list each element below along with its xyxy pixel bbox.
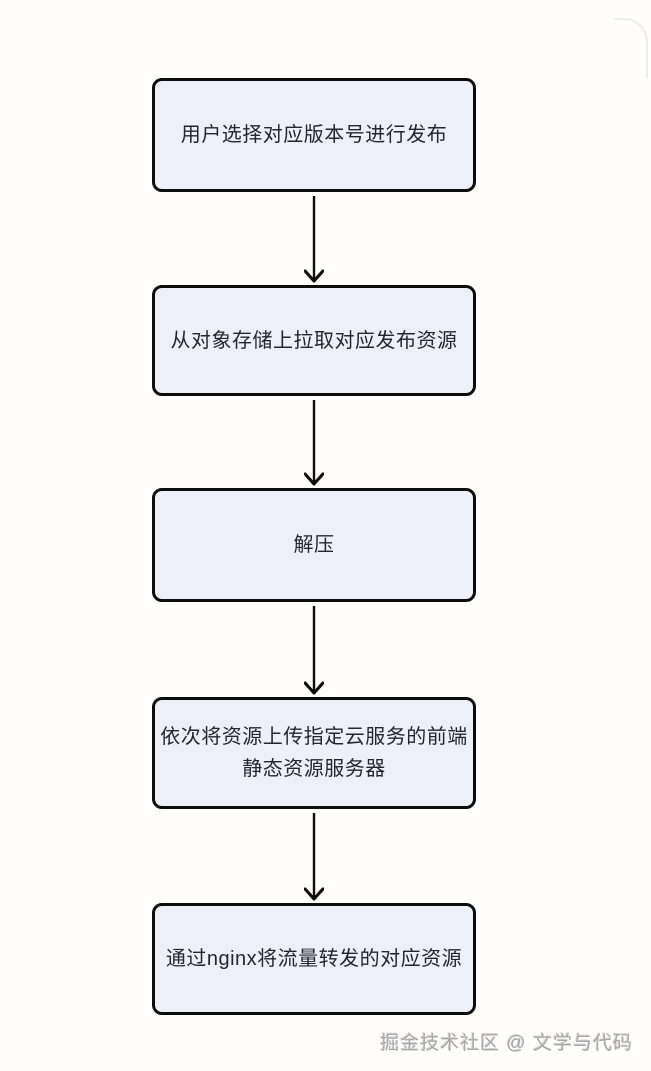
flow-node-decompress: 解压 bbox=[152, 488, 476, 602]
flow-node-label: 用户选择对应版本号进行发布 bbox=[180, 124, 448, 146]
flow-node-label: 解压 bbox=[293, 534, 335, 556]
watermark-text: 掘金技术社区 @ 文学与代码 bbox=[380, 1033, 633, 1054]
flow-node-label: 从对象存储上拉取对应发布资源 bbox=[170, 329, 458, 352]
flow-node-nginx-forward: 通过nginx将流量转发的对应资源 bbox=[152, 903, 476, 1015]
card-corner-artifact bbox=[614, 18, 648, 78]
flow-node-pull-resources: 从对象存储上拉取对应发布资源 bbox=[152, 285, 476, 396]
flow-node-upload-static-server: 依次将资源上传指定云服务的前端静态资源服务器 bbox=[152, 697, 476, 809]
flow-node-label: 通过nginx将流量转发的对应资源 bbox=[165, 948, 463, 970]
flow-node-label: 依次将资源上传指定云服务的前端静态资源服务器 bbox=[160, 726, 468, 780]
flow-node-select-version: 用户选择对应版本号进行发布 bbox=[152, 78, 476, 192]
